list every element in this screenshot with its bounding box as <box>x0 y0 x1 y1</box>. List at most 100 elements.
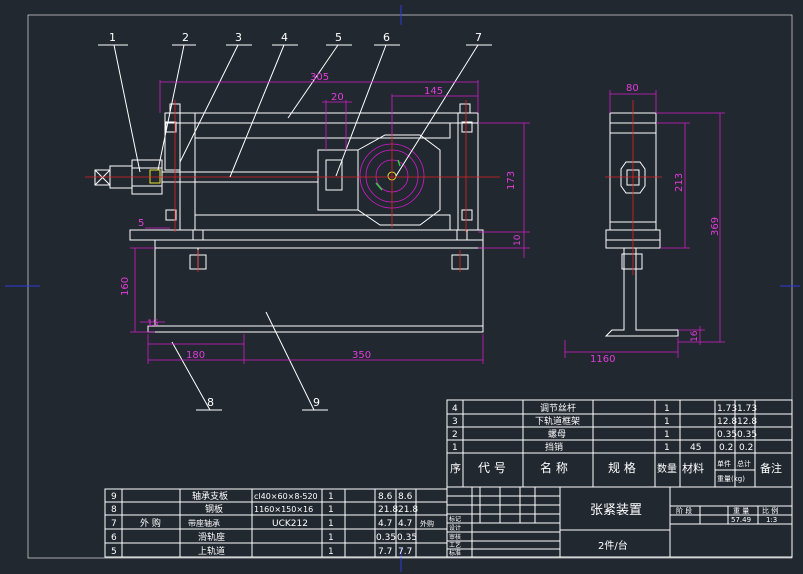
svg-text:4: 4 <box>452 404 458 414</box>
svg-text:标准: 标准 <box>449 549 461 557</box>
bolt-head-left <box>192 229 204 241</box>
svg-text:1.73: 1.73 <box>737 404 757 414</box>
balloon-7: 7 <box>475 31 482 44</box>
svg-text:1160×150×16: 1160×150×16 <box>254 505 313 514</box>
svg-text:名 称: 名 称 <box>540 460 568 475</box>
svg-text:1: 1 <box>328 547 334 557</box>
svg-text:0.35: 0.35 <box>737 430 757 440</box>
svg-text:7.7: 7.7 <box>378 547 392 557</box>
dim-1160: 1160 <box>590 354 615 365</box>
dim-15: 15 <box>147 319 158 329</box>
base-plate-lower <box>154 239 484 249</box>
svg-text:重量(kg): 重量(kg) <box>717 475 745 483</box>
dim-80: 80 <box>626 83 639 94</box>
svg-text:阶 段: 阶 段 <box>676 506 692 515</box>
svg-text:总计: 总计 <box>737 459 751 468</box>
dim-369: 369 <box>710 217 721 236</box>
svg-text:调节丝杆: 调节丝杆 <box>540 402 576 414</box>
dim-16: 16 <box>690 330 700 342</box>
svg-text:材料: 材料 <box>682 461 704 475</box>
svg-text:审核: 审核 <box>449 533 461 541</box>
dim-305: 305 <box>310 72 329 83</box>
slider-block <box>317 149 359 211</box>
svg-text:重 量: 重 量 <box>733 507 749 515</box>
svg-text:0.35: 0.35 <box>717 430 737 440</box>
svg-text:8.6: 8.6 <box>398 492 413 502</box>
svg-text:滑轨座: 滑轨座 <box>198 531 225 543</box>
svg-text:8: 8 <box>111 505 117 515</box>
svg-text:0.35: 0.35 <box>397 533 417 543</box>
scale-value: 1:3 <box>766 516 777 524</box>
svg-text:0.35: 0.35 <box>376 533 396 543</box>
svg-text:cl40×60×8-520: cl40×60×8-520 <box>254 492 318 501</box>
side-dimensions: 80 213 369 16 1160 <box>564 83 725 365</box>
slider-window <box>325 159 343 191</box>
side-bolt <box>621 253 643 270</box>
bearing-housing <box>357 134 441 226</box>
keyway-mark <box>375 182 383 191</box>
svg-text:1: 1 <box>664 443 670 453</box>
balloon-8: 8 <box>207 396 214 409</box>
dim-160: 160 <box>120 277 131 296</box>
balloon-leaders <box>98 44 492 411</box>
svg-text:下轨道框架: 下轨道框架 <box>535 415 580 427</box>
svg-text:挡销: 挡销 <box>545 441 563 453</box>
svg-text:7: 7 <box>111 519 117 529</box>
sheet-border <box>27 14 793 559</box>
svg-text:钢板: 钢板 <box>205 503 223 515</box>
balloon-4: 4 <box>281 31 288 44</box>
svg-text:轴承支板: 轴承支板 <box>192 490 228 502</box>
bom-top-table: 4 调节丝杆 1 1.73 1.73 3 下轨道框架 1 12.8 12.8 2… <box>446 399 793 488</box>
svg-text:螺母: 螺母 <box>548 429 566 440</box>
support-beam <box>154 247 484 327</box>
top-bolt-right <box>459 103 471 114</box>
svg-text:比 例: 比 例 <box>762 506 778 515</box>
svg-text:标记: 标记 <box>449 515 461 523</box>
svg-text:9: 9 <box>111 492 117 502</box>
svg-text:3: 3 <box>452 417 458 427</box>
svg-text:2: 2 <box>452 430 458 440</box>
svg-text:外 购: 外 购 <box>140 517 161 529</box>
upper-rail <box>164 112 479 124</box>
svg-text:1: 1 <box>328 492 334 502</box>
front-view <box>85 100 500 333</box>
svg-text:1: 1 <box>664 404 670 414</box>
title-block: 标记 设计 审核 工艺 标准 张紧装置 2件/台 阶 段 重 量 比 例 57.… <box>446 486 793 558</box>
svg-text:上轨道: 上轨道 <box>198 545 225 557</box>
low-nut-right <box>461 209 473 221</box>
balloon-3: 3 <box>235 31 242 44</box>
dim-20: 20 <box>331 92 344 103</box>
svg-text:0.2: 0.2 <box>719 443 733 453</box>
low-nut-left <box>165 209 177 221</box>
retaining-pin <box>149 169 161 184</box>
svg-text:规 格: 规 格 <box>608 460 636 475</box>
dim-5: 5 <box>138 218 144 229</box>
svg-text:代 号: 代 号 <box>478 461 506 475</box>
dim-10: 10 <box>513 234 523 246</box>
svg-text:带座轴承: 带座轴承 <box>188 518 220 528</box>
balloon-5: 5 <box>335 31 342 44</box>
right-frame-column <box>457 112 479 231</box>
bom-bottom-table: 9 轴承支板 cl40×60×8-520 1 8.6 8.6 8 钢板 1160… <box>104 488 448 558</box>
svg-text:5: 5 <box>111 547 117 557</box>
total-weight: 57.49 <box>731 516 751 524</box>
svg-text:0.2: 0.2 <box>739 443 753 453</box>
svg-text:7.7: 7.7 <box>398 547 412 557</box>
keyway-mark-2 <box>397 159 401 167</box>
dim-173: 173 <box>506 171 517 190</box>
svg-text:1.73: 1.73 <box>717 404 737 414</box>
top-nut-right <box>461 121 473 133</box>
svg-text:1: 1 <box>664 430 670 440</box>
dim-350: 350 <box>352 350 371 361</box>
svg-text:21.8: 21.8 <box>378 505 398 515</box>
drawing-title: 张紧装置 <box>590 503 642 518</box>
svg-text:工艺: 工艺 <box>449 541 461 549</box>
svg-text:1: 1 <box>328 519 334 529</box>
svg-text:1: 1 <box>664 417 670 427</box>
svg-text:21.8: 21.8 <box>398 505 418 515</box>
svg-text:UCK212: UCK212 <box>272 519 308 529</box>
lower-rail-inner <box>194 214 451 231</box>
upper-rail-inner <box>194 122 451 139</box>
svg-text:备注: 备注 <box>760 461 782 475</box>
